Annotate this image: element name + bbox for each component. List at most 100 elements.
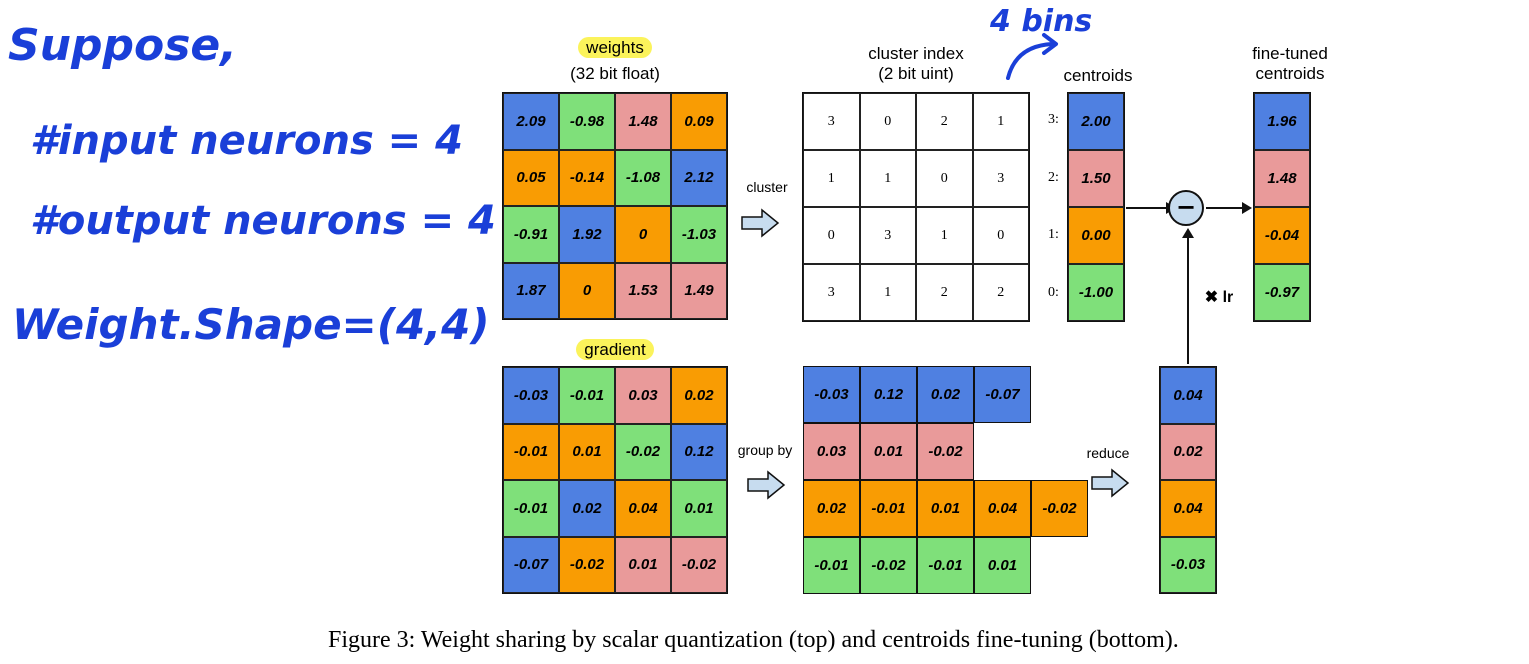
fine-tuned-cell: 1.96 [1254,93,1310,150]
reduce-label: reduce [1086,445,1130,461]
fine-tuned-label: fine-tuned [1252,44,1328,63]
cluster-index-cell: 3 [972,150,1029,207]
figure-caption: Figure 3: Weight sharing by scalar quant… [328,627,1179,653]
grouped-cell: -0.02 [917,423,974,480]
centroid-cell: 0.00 [1068,207,1124,264]
weight-cell: 2.12 [671,149,727,206]
note-output-neurons: #output neurons = 4 [30,198,496,244]
cluster-index-cell: 1 [916,207,973,264]
grouped-cell: -0.01 [860,480,917,537]
gradient-cell: 0.02 [559,480,615,537]
grouped-cell: 0.02 [917,366,974,423]
weight-cell: -1.08 [615,149,671,206]
reduced-cell: 0.04 [1160,367,1216,424]
grouped-cell: -0.02 [1031,480,1088,537]
bins-curved-arrow [1006,33,1058,80]
reduced-cell: 0.02 [1160,423,1216,480]
gradient-cell: -0.02 [671,536,727,593]
weight-cell: 1.87 [503,262,559,319]
centroids-label: centroids [1063,66,1133,85]
gradient-label: gradient [502,339,728,360]
cluster-index-cell: 1 [859,264,916,321]
minus-icon: − [1175,192,1197,221]
grouped-cell: 0.01 [917,480,974,537]
reduced-cell: 0.04 [1160,480,1216,537]
gradient-cell: 0.04 [615,480,671,537]
gradient-cell: -0.01 [503,480,559,537]
weight-cell: 1.48 [615,93,671,150]
cluster-index-label: cluster index [868,44,964,63]
group-by-label: group by [737,442,793,458]
gradient-cell: 0.01 [671,480,727,537]
gradient-cell: -0.02 [615,423,671,480]
grouped-cell: 0.01 [860,423,917,480]
cluster-index-cell: 2 [916,93,973,150]
grouped-cell: -0.01 [803,537,860,594]
grouped-cell: -0.02 [860,537,917,594]
cluster-index-cell: 3 [803,264,860,321]
grouped-cell: -0.03 [803,366,860,423]
cluster-index-cell: 3 [859,207,916,264]
cluster-index-cell: 1 [859,150,916,207]
weight-cell: -0.98 [559,93,615,150]
grouped-cell: 0.04 [974,480,1031,537]
fine-tuned-cell: -0.04 [1254,207,1310,264]
weight-cell: 2.09 [503,93,559,150]
weight-cell: 0.05 [503,149,559,206]
gradient-cell: -0.01 [503,423,559,480]
cluster-index-cell: 0 [916,150,973,207]
gradient-cell: 0.01 [559,423,615,480]
note-input-neurons: #input neurons = 4 [30,118,463,164]
centroid-index-label: 1: [1048,227,1059,242]
grouped-cell: 0.02 [803,480,860,537]
cluster-index-cell: 0 [859,93,916,150]
centroid-cell: -1.00 [1068,264,1124,321]
centroid-cell: 2.00 [1068,93,1124,150]
weights-title: weights [578,37,652,58]
cluster-index-cell: 1 [972,93,1029,150]
cluster-index-cell: 0 [803,207,860,264]
note-4-bins: 4 bins [990,4,1093,39]
weight-cell: 0.09 [671,93,727,150]
cluster-label: cluster [746,179,788,195]
centroid-cell: 1.50 [1068,150,1124,207]
grouped-cell: -0.07 [974,366,1031,423]
fine-tuned-cell: 1.48 [1254,150,1310,207]
note-weight-shape: Weight.Shape=(4,4) [12,300,490,349]
note-suppose: Suppose, [8,20,237,71]
cluster-index-cell: 3 [803,93,860,150]
weight-cell: -0.14 [559,149,615,206]
gradient-cell: 0.01 [615,536,671,593]
reduced-cell: -0.03 [1160,536,1216,593]
cluster-arrow-icon [741,208,780,238]
gradient-cell: -0.03 [503,367,559,424]
grouped-cell: 0.12 [860,366,917,423]
weight-cell: 1.49 [671,262,727,319]
minus-node: − [1168,190,1204,226]
centroid-index-label: 2: [1048,169,1059,185]
fine-tuned-cell: -0.97 [1254,264,1310,321]
reduce-arrow-icon [1091,468,1130,498]
weight-cell: 1.92 [559,206,615,263]
gradient-cell: -0.02 [559,536,615,593]
weight-cell: 1.53 [615,262,671,319]
cluster-index-cell: 0 [972,207,1029,264]
centroid-index-label: 3: [1048,112,1059,127]
gradient-cell: 0.03 [615,367,671,424]
cluster-index-cell: 2 [916,264,973,321]
gradient-title: gradient [576,339,654,360]
gradient-cell: -0.07 [503,536,559,593]
grouped-cell: 0.03 [803,423,860,480]
centroid-index-label: 0: [1048,284,1059,300]
weight-cell: -1.03 [671,206,727,263]
gradient-cell: 0.02 [671,367,727,424]
group-by-arrow-icon [747,470,786,500]
gradient-cell: -0.01 [559,367,615,424]
weight-cell: 0 [615,206,671,263]
lr-label: ✖ lr [1204,289,1234,306]
grouped-cell: -0.01 [917,537,974,594]
